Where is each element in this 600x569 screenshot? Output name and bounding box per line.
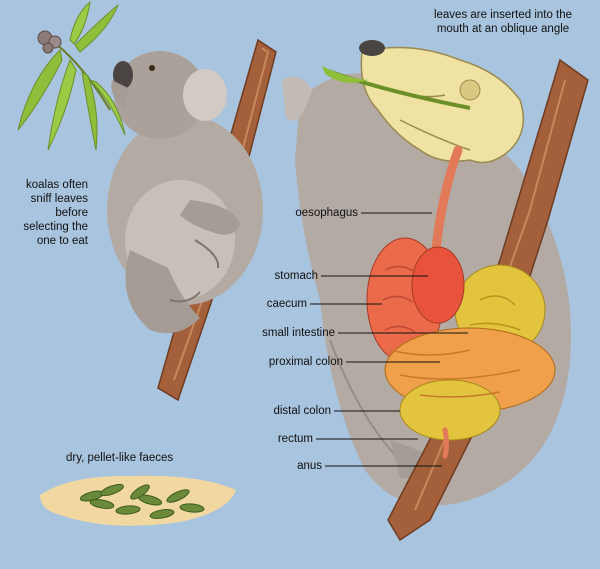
label-stomach: stomach: [274, 270, 318, 282]
faecal-pellet: [166, 489, 190, 503]
faecal-pellet: [149, 509, 175, 519]
leaves-note-line: mouth at an oblique angle: [436, 23, 570, 35]
label-oesophagus: oesophagus: [295, 207, 358, 219]
skull: [322, 40, 525, 164]
label-caecum: caecum: [266, 298, 307, 310]
sniff-note-line: selecting the: [23, 221, 88, 233]
leader-lines: [310, 212, 468, 467]
sniff-note-line: koalas often: [25, 179, 88, 191]
faecal-pellet: [100, 483, 124, 497]
faecal-pellet: [179, 503, 205, 513]
faeces-note: dry, pellet-like faeces: [66, 452, 174, 464]
sniff-note-line: sniff leaves: [30, 193, 88, 205]
left-koala: [107, 51, 263, 334]
leaves-note-line: leaves are inserted into the: [433, 9, 573, 21]
faeces-pad: [40, 475, 236, 526]
sniff-note: koalas often sniff leaves before selecti…: [4, 178, 88, 248]
label-distal-colon: distal colon: [273, 405, 331, 417]
label-rectum: rectum: [277, 433, 313, 445]
label-small-intestine: small intestine: [262, 327, 335, 339]
gut: [366, 145, 556, 459]
faecal-pellet: [130, 484, 150, 500]
eucalyptus-sprig: [17, 0, 126, 151]
faecal-pellet: [89, 499, 115, 509]
sniff-note-line: before: [55, 207, 88, 219]
faecal-pellet: [115, 505, 141, 515]
leaves-note: leaves are inserted into the mouth at an…: [408, 8, 598, 36]
sniff-note-line: one to eat: [36, 235, 88, 247]
label-proximal-colon: proximal colon: [268, 356, 343, 368]
label-anus: anus: [297, 460, 322, 472]
